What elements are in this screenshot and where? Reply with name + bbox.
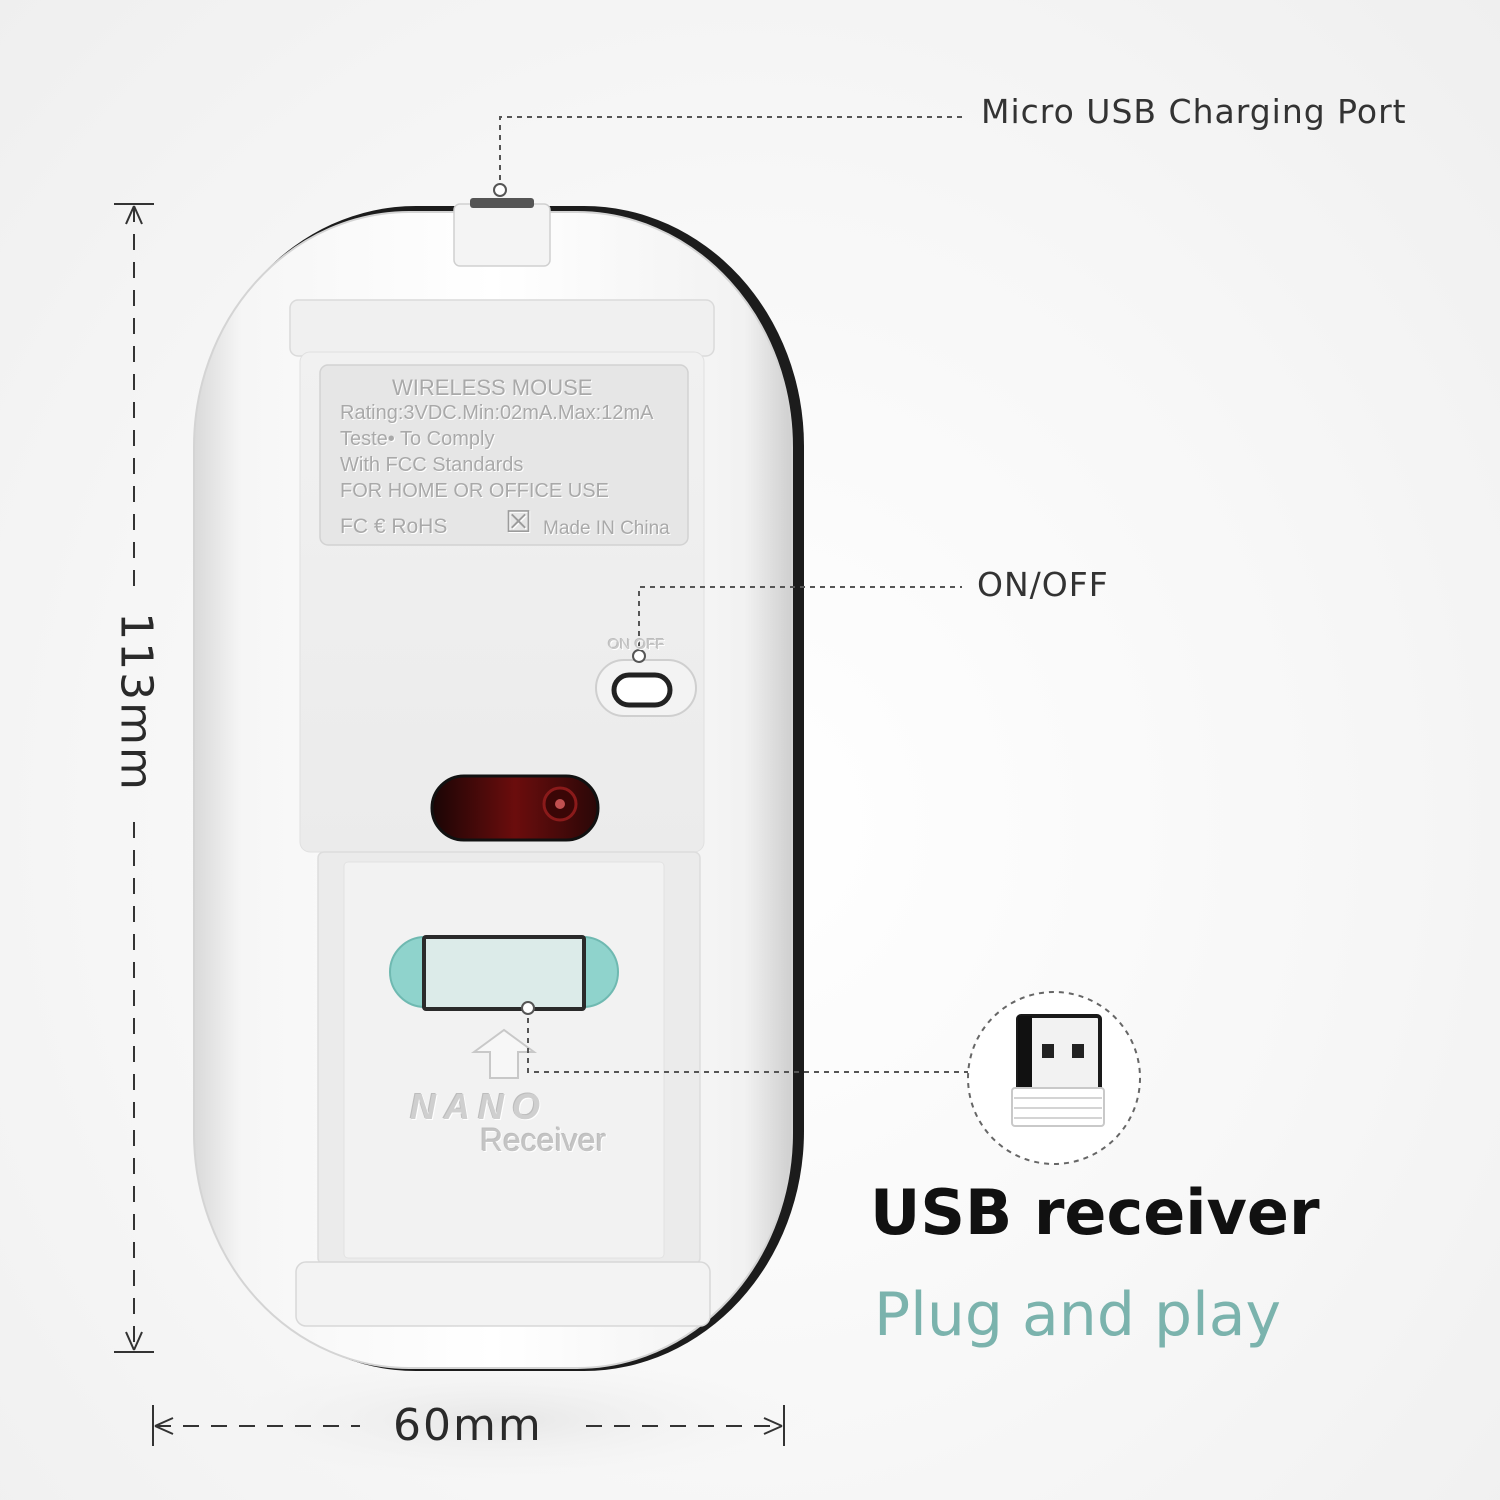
power-switch-knob[interactable] bbox=[611, 672, 673, 708]
height-dimension-label: 113mm bbox=[110, 612, 162, 792]
feature-title: USB receiver bbox=[870, 1176, 1320, 1249]
charging-port-marker bbox=[493, 183, 507, 197]
nano-brand-emboss: NANO bbox=[410, 1086, 548, 1127]
sensor-eye-center bbox=[555, 799, 565, 809]
label-certification-marks: FC € RoHS bbox=[340, 515, 448, 538]
height-arrow-down-icon bbox=[125, 1331, 143, 1351]
charging-port-tab bbox=[453, 203, 551, 267]
eject-arrow-icon bbox=[470, 1028, 538, 1079]
receiver-emboss: Receiver bbox=[480, 1122, 607, 1158]
product-label-plate bbox=[319, 364, 689, 546]
width-arrow-right-icon bbox=[763, 1417, 783, 1435]
bottom-foot-pad bbox=[295, 1261, 711, 1327]
stored-receiver[interactable] bbox=[422, 935, 586, 1011]
power-switch-label: ON/OFF bbox=[977, 565, 1109, 604]
label-line-usage: FOR HOME OR OFFICE USE bbox=[340, 480, 609, 502]
feature-subtitle: Plug and play bbox=[874, 1280, 1282, 1350]
charging-port-leader bbox=[499, 116, 965, 190]
switch-on-off-marking: ON OFF bbox=[608, 636, 665, 653]
usb-receiver-icon bbox=[1011, 1014, 1105, 1127]
width-dimension-label: 60mm bbox=[393, 1400, 543, 1451]
receiver-leader bbox=[527, 1008, 968, 1073]
power-switch-marker bbox=[632, 649, 646, 663]
label-line-rating: Rating:3VDC.Min:02mA.Max:12mA bbox=[340, 402, 654, 424]
top-foot-pad bbox=[289, 299, 715, 357]
label-origin: Made IN China bbox=[543, 518, 670, 539]
label-line-fcc: With FCC Standards bbox=[340, 454, 524, 476]
charging-port-slot bbox=[470, 198, 534, 208]
floor-shadow bbox=[168, 1350, 828, 1490]
width-arrow-left-icon bbox=[154, 1417, 174, 1435]
power-switch-leader bbox=[638, 586, 962, 656]
receiver-marker bbox=[521, 1001, 535, 1015]
charging-port-label: Micro USB Charging Port bbox=[981, 92, 1407, 131]
label-line-tested: Teste• To Comply bbox=[340, 428, 495, 450]
height-arrow-up-icon bbox=[125, 205, 143, 225]
weee-bin-icon: ☒ bbox=[505, 506, 532, 539]
label-line-product: WIRELESS MOUSE bbox=[392, 375, 593, 400]
